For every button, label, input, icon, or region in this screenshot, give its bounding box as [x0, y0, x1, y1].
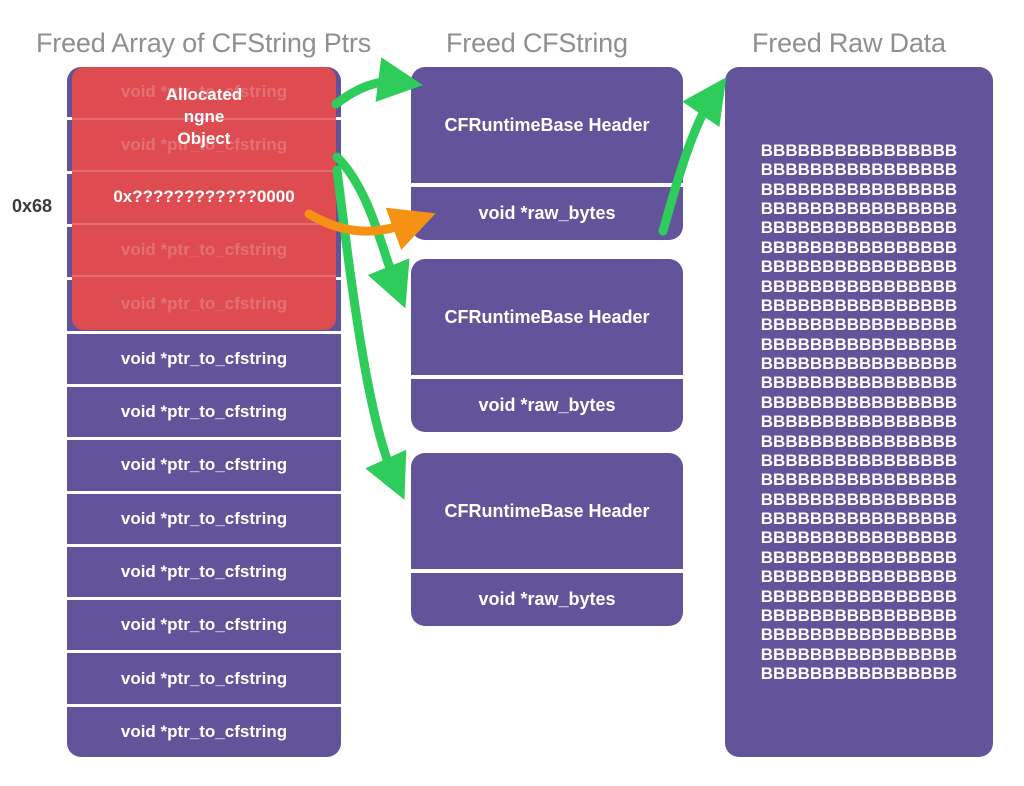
cfruntimebase-header-1: CFRuntimeBase Header [411, 259, 683, 379]
raw-data-row-25: BBBBBBBBBBBBBBBB [760, 625, 958, 645]
raw-data-row-12: BBBBBBBBBBBBBBBB [760, 373, 958, 393]
raw-data-row-2: BBBBBBBBBBBBBBBB [760, 179, 958, 199]
arrow-ptr3-to-cfstring2 [332, 165, 407, 500]
raw-data-row-0: BBBBBBBBBBBBBBBB [760, 140, 958, 160]
raw-data-row-26: BBBBBBBBBBBBBBBB [760, 644, 958, 664]
raw-data-row-19: BBBBBBBBBBBBBBBB [760, 509, 958, 529]
raw-data-row-15: BBBBBBBBBBBBBBBB [760, 431, 958, 451]
array-row-12: void *ptr_to_cfstring [120, 721, 288, 741]
raw-data-row-4: BBBBBBBBBBBBBBBB [760, 218, 958, 238]
array-row-7: void *ptr_to_cfstring [67, 440, 341, 494]
raw-data-row-1: BBBBBBBBBBBBBBBB [760, 160, 958, 180]
raw-data-row-20: BBBBBBBBBBBBBBBB [760, 528, 958, 548]
raw-data-row-17: BBBBBBBBBBBBBBBB [760, 470, 958, 490]
cfruntimebase-header-2: CFRuntimeBase Header [411, 453, 683, 573]
cfstring-struct-0: CFRuntimeBase Header void *raw_bytes [411, 67, 683, 240]
raw-data-row-7: BBBBBBBBBBBBBBBB [760, 276, 958, 296]
raw-data-row-22: BBBBBBBBBBBBBBBB [760, 567, 958, 587]
array-row-10: void *ptr_to_cfstring [67, 600, 341, 654]
raw-data-row-21: BBBBBBBBBBBBBBBB [760, 547, 958, 567]
raw-data-row-18: BBBBBBBBBBBBBBBB [760, 489, 958, 509]
array-row-6: void *ptr_to_cfstring [67, 387, 341, 441]
raw-data-row-16: BBBBBBBBBBBBBBBB [760, 450, 958, 470]
arrow-ptr0-to-cfstring0 [331, 57, 424, 109]
raw-data-row-11: BBBBBBBBBBBBBBBB [760, 354, 958, 374]
raw-data-row-5: BBBBBBBBBBBBBBBB [760, 237, 958, 257]
offset-label-0x68: 0x68 [12, 196, 53, 216]
corrupted-pointer-row: 0x????????????0000 [72, 172, 336, 225]
raw-data-row-14: BBBBBBBBBBBBBBBB [760, 412, 958, 432]
cfruntimebase-header-0: CFRuntimeBase Header [411, 67, 683, 187]
raw-bytes-field-0: void *raw_bytes [478, 203, 616, 223]
column-title-freed-cfstring: Freed CFString [446, 28, 628, 58]
raw-data-row-3: BBBBBBBBBBBBBBBB [760, 199, 958, 219]
raw-data-row-6: BBBBBBBBBBBBBBBB [760, 257, 958, 277]
raw-data-row-10: BBBBBBBBBBBBBBBB [760, 334, 958, 354]
column-title-freed-raw-data: Freed Raw Data [752, 28, 946, 58]
overlay-row-3: void *ptr_to_cfstring [72, 225, 336, 278]
arrow-ptr1-to-cfstring1 [332, 152, 410, 309]
raw-data-row-9: BBBBBBBBBBBBBBBB [760, 315, 958, 335]
cfstring-struct-2: CFRuntimeBase Header void *raw_bytes [411, 453, 683, 626]
raw-data-row-8: BBBBBBBBBBBBBBBB [760, 295, 958, 315]
cfstring-struct-1: CFRuntimeBase Header void *raw_bytes [411, 259, 683, 432]
raw-bytes-field-1: void *raw_bytes [478, 395, 616, 415]
raw-data-row-23: BBBBBBBBBBBBBBBB [760, 586, 958, 606]
overlay-row-0: void *ptr_to_cfstring [72, 67, 336, 120]
array-row-11: void *ptr_to_cfstring [67, 653, 341, 707]
overlay-row-1: void *ptr_to_cfstring [72, 120, 336, 173]
raw-data-row-24: BBBBBBBBBBBBBBBB [760, 605, 958, 625]
array-row-8: void *ptr_to_cfstring [67, 494, 341, 547]
raw-data-row-13: BBBBBBBBBBBBBBBB [760, 392, 958, 412]
overlay-row-4: void *ptr_to_cfstring [120, 293, 288, 313]
column-title-freed-array: Freed Array of CFString Ptrs [36, 28, 371, 58]
array-row-5: void *ptr_to_cfstring [67, 334, 341, 387]
raw-bytes-field-2: void *raw_bytes [478, 589, 616, 609]
array-row-9: void *ptr_to_cfstring [67, 547, 341, 601]
raw-data-row-27: BBBBBBBBBBBBBBBB [760, 664, 958, 684]
